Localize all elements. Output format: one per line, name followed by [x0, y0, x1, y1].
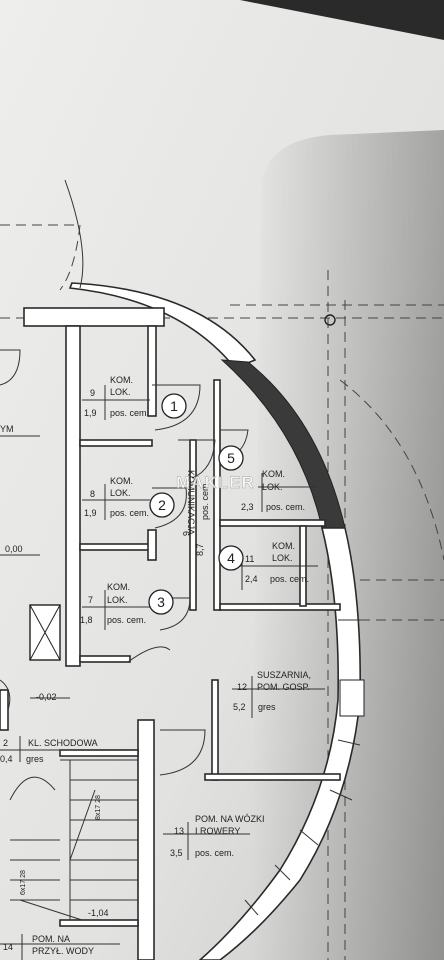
room-13-name-2: I ROWERY: [195, 826, 240, 836]
room-8-name-2: LOK.: [110, 488, 131, 498]
circle-marker-2: 2: [149, 492, 175, 518]
circle-marker-1: 1: [161, 393, 187, 419]
room-10-floor: pos. cem.: [266, 502, 305, 512]
room-10-name-2: LOK.: [262, 482, 283, 492]
room-2-floor: gres: [26, 754, 44, 764]
interior-walls: [0, 307, 341, 960]
room-10-name-1: KOM.: [262, 469, 285, 479]
room-7-name-1: KOM.: [107, 582, 130, 592]
room-14-name-1: POM. NA: [32, 934, 70, 944]
room-11-name-2: LOK.: [272, 553, 293, 563]
room-2-area: 0,4: [0, 754, 13, 764]
room-10-area: 2,3: [241, 502, 254, 512]
curtain-wall-mullions: [244, 619, 365, 916]
room-7-name-2: LOK.: [107, 595, 128, 605]
room-14-name-2: PRZYŁ. WODY: [32, 946, 94, 956]
room-7-area: 1,8: [80, 615, 93, 625]
room-8-floor: pos. cem.: [110, 508, 149, 518]
reference-marker: [324, 314, 336, 326]
circle-marker-5: 5: [218, 445, 244, 471]
room-11-area: 2,4: [245, 574, 258, 584]
room-12-name-2: POM. GOSP.: [257, 682, 310, 692]
shaft: [0, 604, 61, 711]
room-12-number: 12: [237, 682, 247, 692]
room-9-name-1: KOM.: [110, 375, 133, 385]
room-12-area: 5,2: [233, 702, 246, 712]
room-9-number: 9: [90, 388, 95, 398]
room-12-name-1: SUSZARNIA,: [257, 670, 311, 680]
staircase: [9, 759, 138, 920]
partial-label-ym: YM: [0, 424, 14, 434]
circle-marker-4: 4: [218, 545, 244, 571]
watermark-makler: MAKLER: [176, 473, 255, 492]
stair-dim-2: 6x17 28: [20, 870, 27, 895]
room-11-name-1: KOM.: [272, 541, 295, 551]
door-swings: [0, 179, 249, 776]
stair-dim-1: 8x17 28: [95, 795, 102, 820]
room-11-number: 11: [245, 554, 254, 564]
room-2-number: 2: [3, 738, 8, 748]
room-13-floor: pos. cem.: [195, 848, 234, 858]
svg-text:4: 4: [227, 550, 235, 566]
room-2-name: KL. SCHODOWA: [28, 738, 98, 748]
room-7-floor: pos. cem.: [107, 615, 146, 625]
circle-marker-3: 3: [148, 589, 174, 615]
room-13-area: 3,5: [170, 848, 183, 858]
room-12-floor: gres: [258, 702, 276, 712]
room-13-number: 13: [174, 826, 184, 836]
room-6-floor: pos. cem.: [200, 481, 210, 520]
room-14-number: 14: [3, 942, 13, 952]
room-6-name: KOMUNIKACJA: [186, 470, 196, 535]
level-002: -0,02: [36, 692, 57, 702]
level-000: 0,00: [5, 544, 23, 554]
room-7-number: 7: [88, 595, 93, 605]
background-surface: [240, 0, 444, 40]
room-11-floor: pos. cem.: [270, 574, 309, 584]
room-8-area: 1,9: [84, 508, 97, 518]
svg-text:2: 2: [158, 497, 166, 513]
level-104: -1,04: [88, 908, 109, 918]
room-13-name-1: POM. NA WÓZKI: [195, 814, 265, 824]
room-8-number: 8: [90, 489, 95, 499]
svg-text:5: 5: [227, 450, 235, 466]
room-9-name-2: LOK.: [110, 387, 131, 397]
room-6-number: 6: [181, 531, 191, 536]
room-6-area: 8,7: [195, 543, 205, 556]
room-9-area: 1,9: [84, 408, 97, 418]
svg-text:3: 3: [157, 594, 165, 610]
room-8-name-1: KOM.: [110, 476, 133, 486]
room-9-floor: pos. cem.: [110, 408, 149, 418]
svg-text:1: 1: [170, 398, 178, 414]
room-label-lines: [0, 385, 325, 960]
